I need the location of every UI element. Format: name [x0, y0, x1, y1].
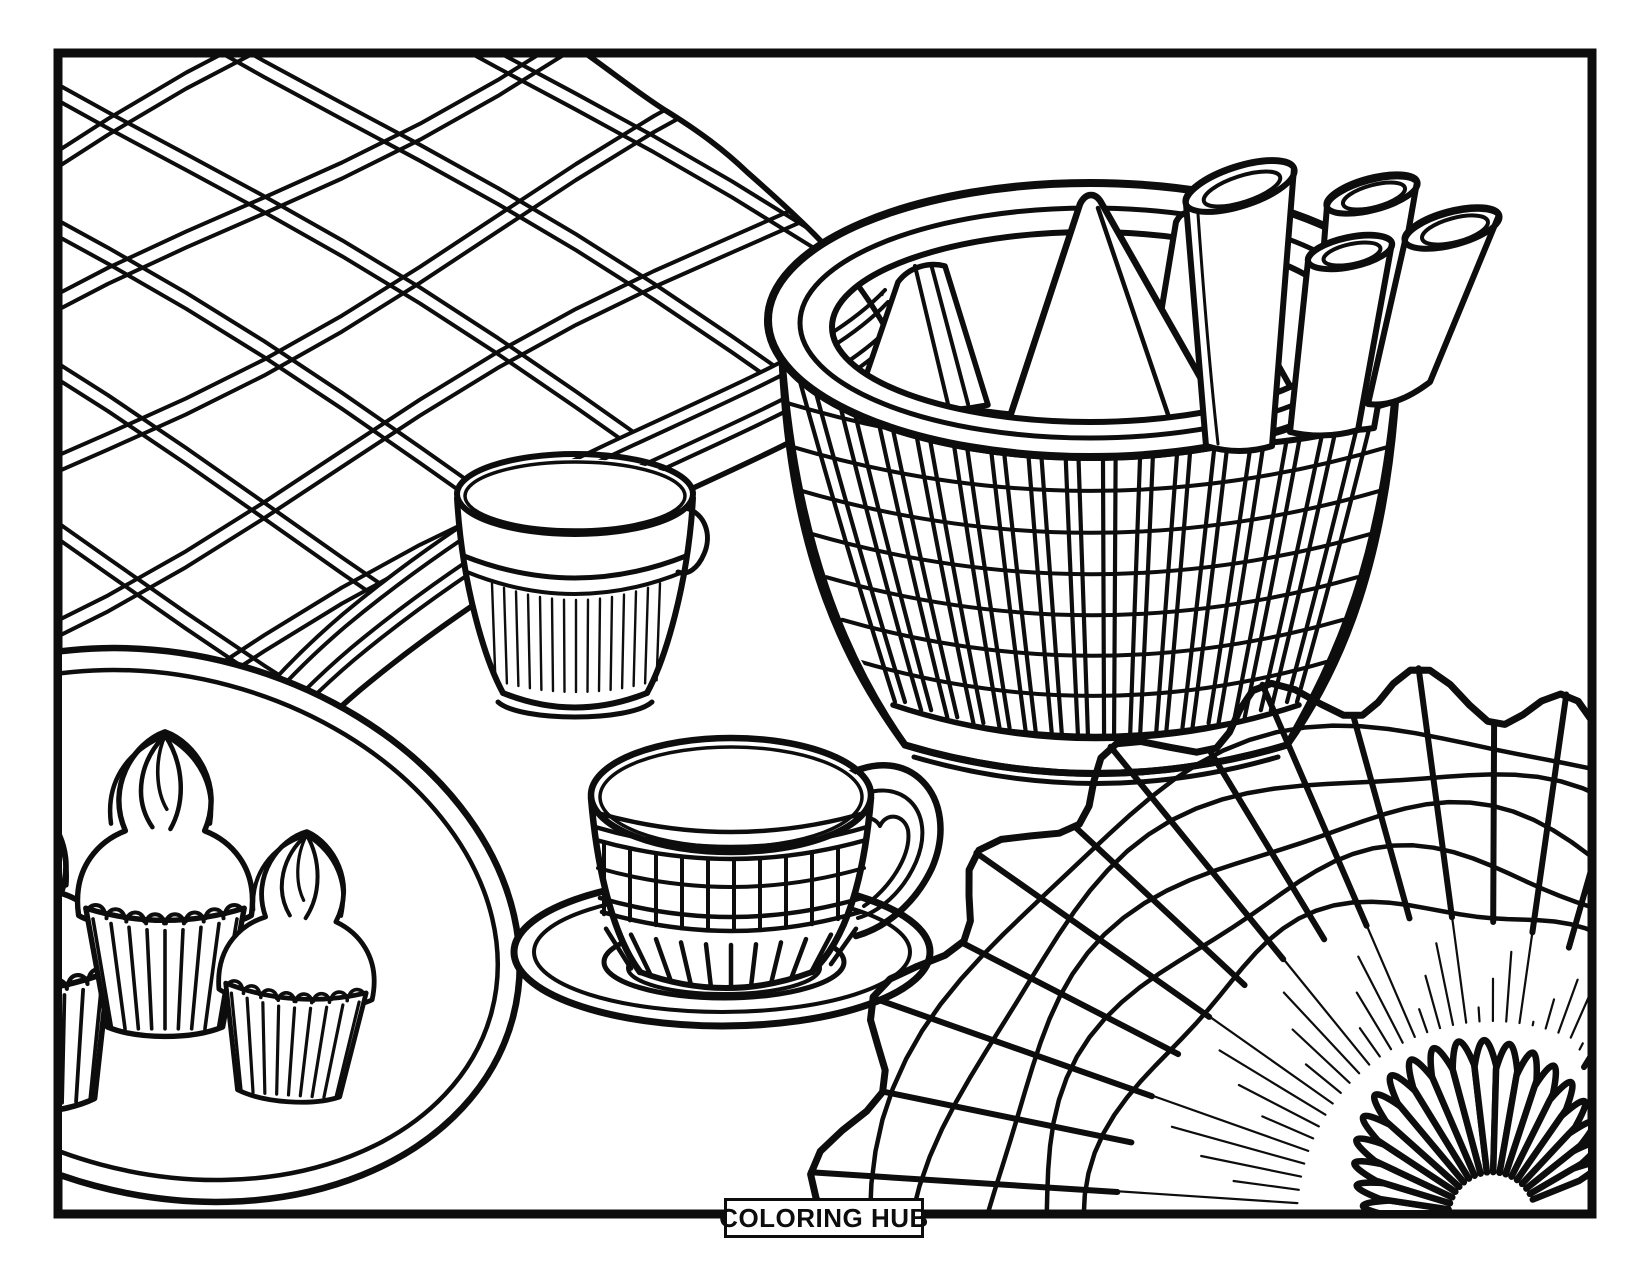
coloring-hub-badge: COLORING HUB [719, 1198, 928, 1238]
cupcakes-drawing [62, 729, 377, 1117]
teacup-saucer-drawing [510, 734, 944, 1030]
picnic-basket-drawing [764, 157, 1503, 786]
folding-fan-drawing [807, 665, 1588, 1210]
cupcake [216, 829, 377, 1105]
badge-label: COLORING HUB [719, 1202, 929, 1233]
cupcake [74, 729, 256, 1040]
drinking-glass-drawing [454, 451, 710, 720]
